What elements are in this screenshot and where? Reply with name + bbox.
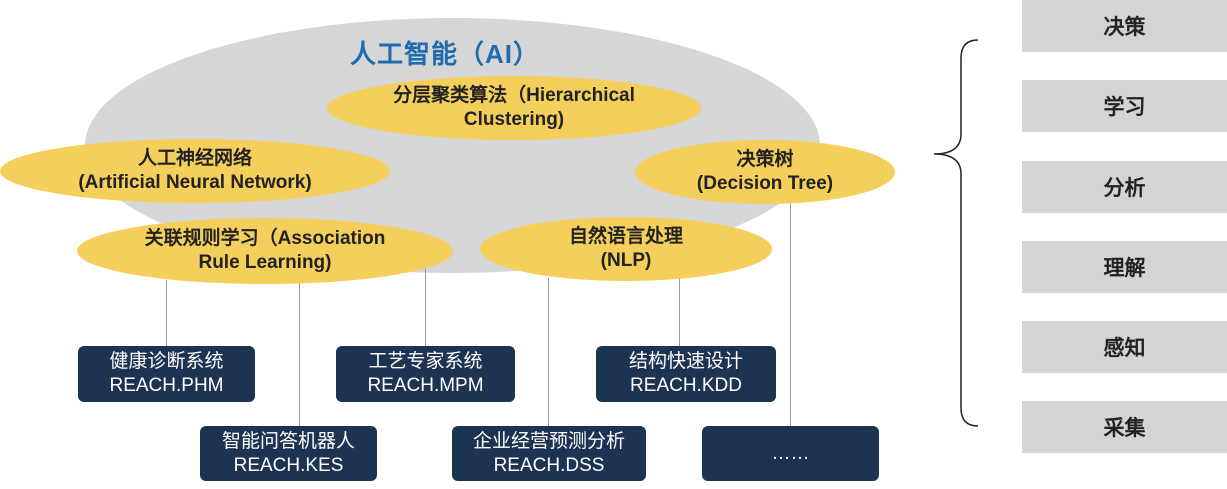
- technique-nlp: 自然语言处理 (NLP): [480, 217, 772, 281]
- technique-label: Rule Learning): [198, 252, 332, 273]
- connector-line: [790, 198, 791, 426]
- system-box-kes: 智能问答机器人 REACH.KES: [200, 426, 377, 481]
- system-code: REACH.PHM: [109, 375, 224, 396]
- technique-decision-tree: 决策树 (Decision Tree): [635, 140, 895, 204]
- system-box-kdd: 结构快速设计 REACH.KDD: [596, 346, 776, 402]
- technique-label: 关联规则学习（Association: [144, 228, 386, 249]
- connector-line: [679, 278, 680, 346]
- technique-label: Clustering): [463, 109, 565, 130]
- system-name: ……: [771, 442, 810, 464]
- technique-label: 分层聚类算法（Hierarchical: [393, 85, 635, 106]
- level-box-decision: 决策: [1022, 0, 1227, 52]
- connector-line: [548, 278, 549, 426]
- connector-line: [425, 268, 426, 346]
- system-box-dss: 企业经营预测分析 REACH.DSS: [452, 426, 646, 481]
- technique-label: (NLP): [600, 250, 652, 271]
- level-box-learning: 学习: [1022, 80, 1227, 132]
- system-name: 企业经营预测分析: [472, 430, 625, 452]
- technique-neural-network: 人工神经网络 (Artificial Neural Network): [0, 139, 390, 203]
- technique-association-rule: 关联规则学习（Association Rule Learning): [77, 218, 453, 284]
- technique-hierarchical-clustering: 分层聚类算法（Hierarchical Clustering): [327, 76, 701, 140]
- system-code: REACH.MPM: [367, 375, 484, 396]
- curly-brace: [933, 39, 979, 427]
- system-code: REACH.KDD: [630, 375, 742, 396]
- technique-label: 决策树: [736, 149, 794, 170]
- system-code: REACH.KES: [233, 454, 344, 476]
- system-box-mpm: 工艺专家系统 REACH.MPM: [336, 346, 515, 402]
- level-box-perception: 感知: [1022, 321, 1227, 373]
- system-code: REACH.DSS: [493, 454, 605, 476]
- system-name: 工艺专家系统: [368, 351, 483, 372]
- connector-line: [166, 280, 167, 346]
- level-box-understanding: 理解: [1022, 241, 1227, 293]
- system-box-phm: 健康诊断系统 REACH.PHM: [78, 346, 255, 402]
- technique-label: 人工神经网络: [137, 148, 252, 169]
- system-box-more: ……: [702, 426, 879, 481]
- system-name: 结构快速设计: [628, 351, 743, 372]
- ai-title: 人工智能（AI）: [349, 39, 540, 69]
- system-name: 智能问答机器人: [221, 430, 355, 452]
- level-box-analysis: 分析: [1022, 161, 1227, 213]
- technique-label: (Artificial Neural Network): [78, 172, 312, 193]
- technique-label: 自然语言处理: [568, 226, 683, 247]
- technique-label: (Decision Tree): [696, 173, 834, 194]
- system-name: 健康诊断系统: [109, 351, 224, 372]
- connector-line: [299, 280, 300, 426]
- level-box-collection: 采集: [1022, 401, 1227, 453]
